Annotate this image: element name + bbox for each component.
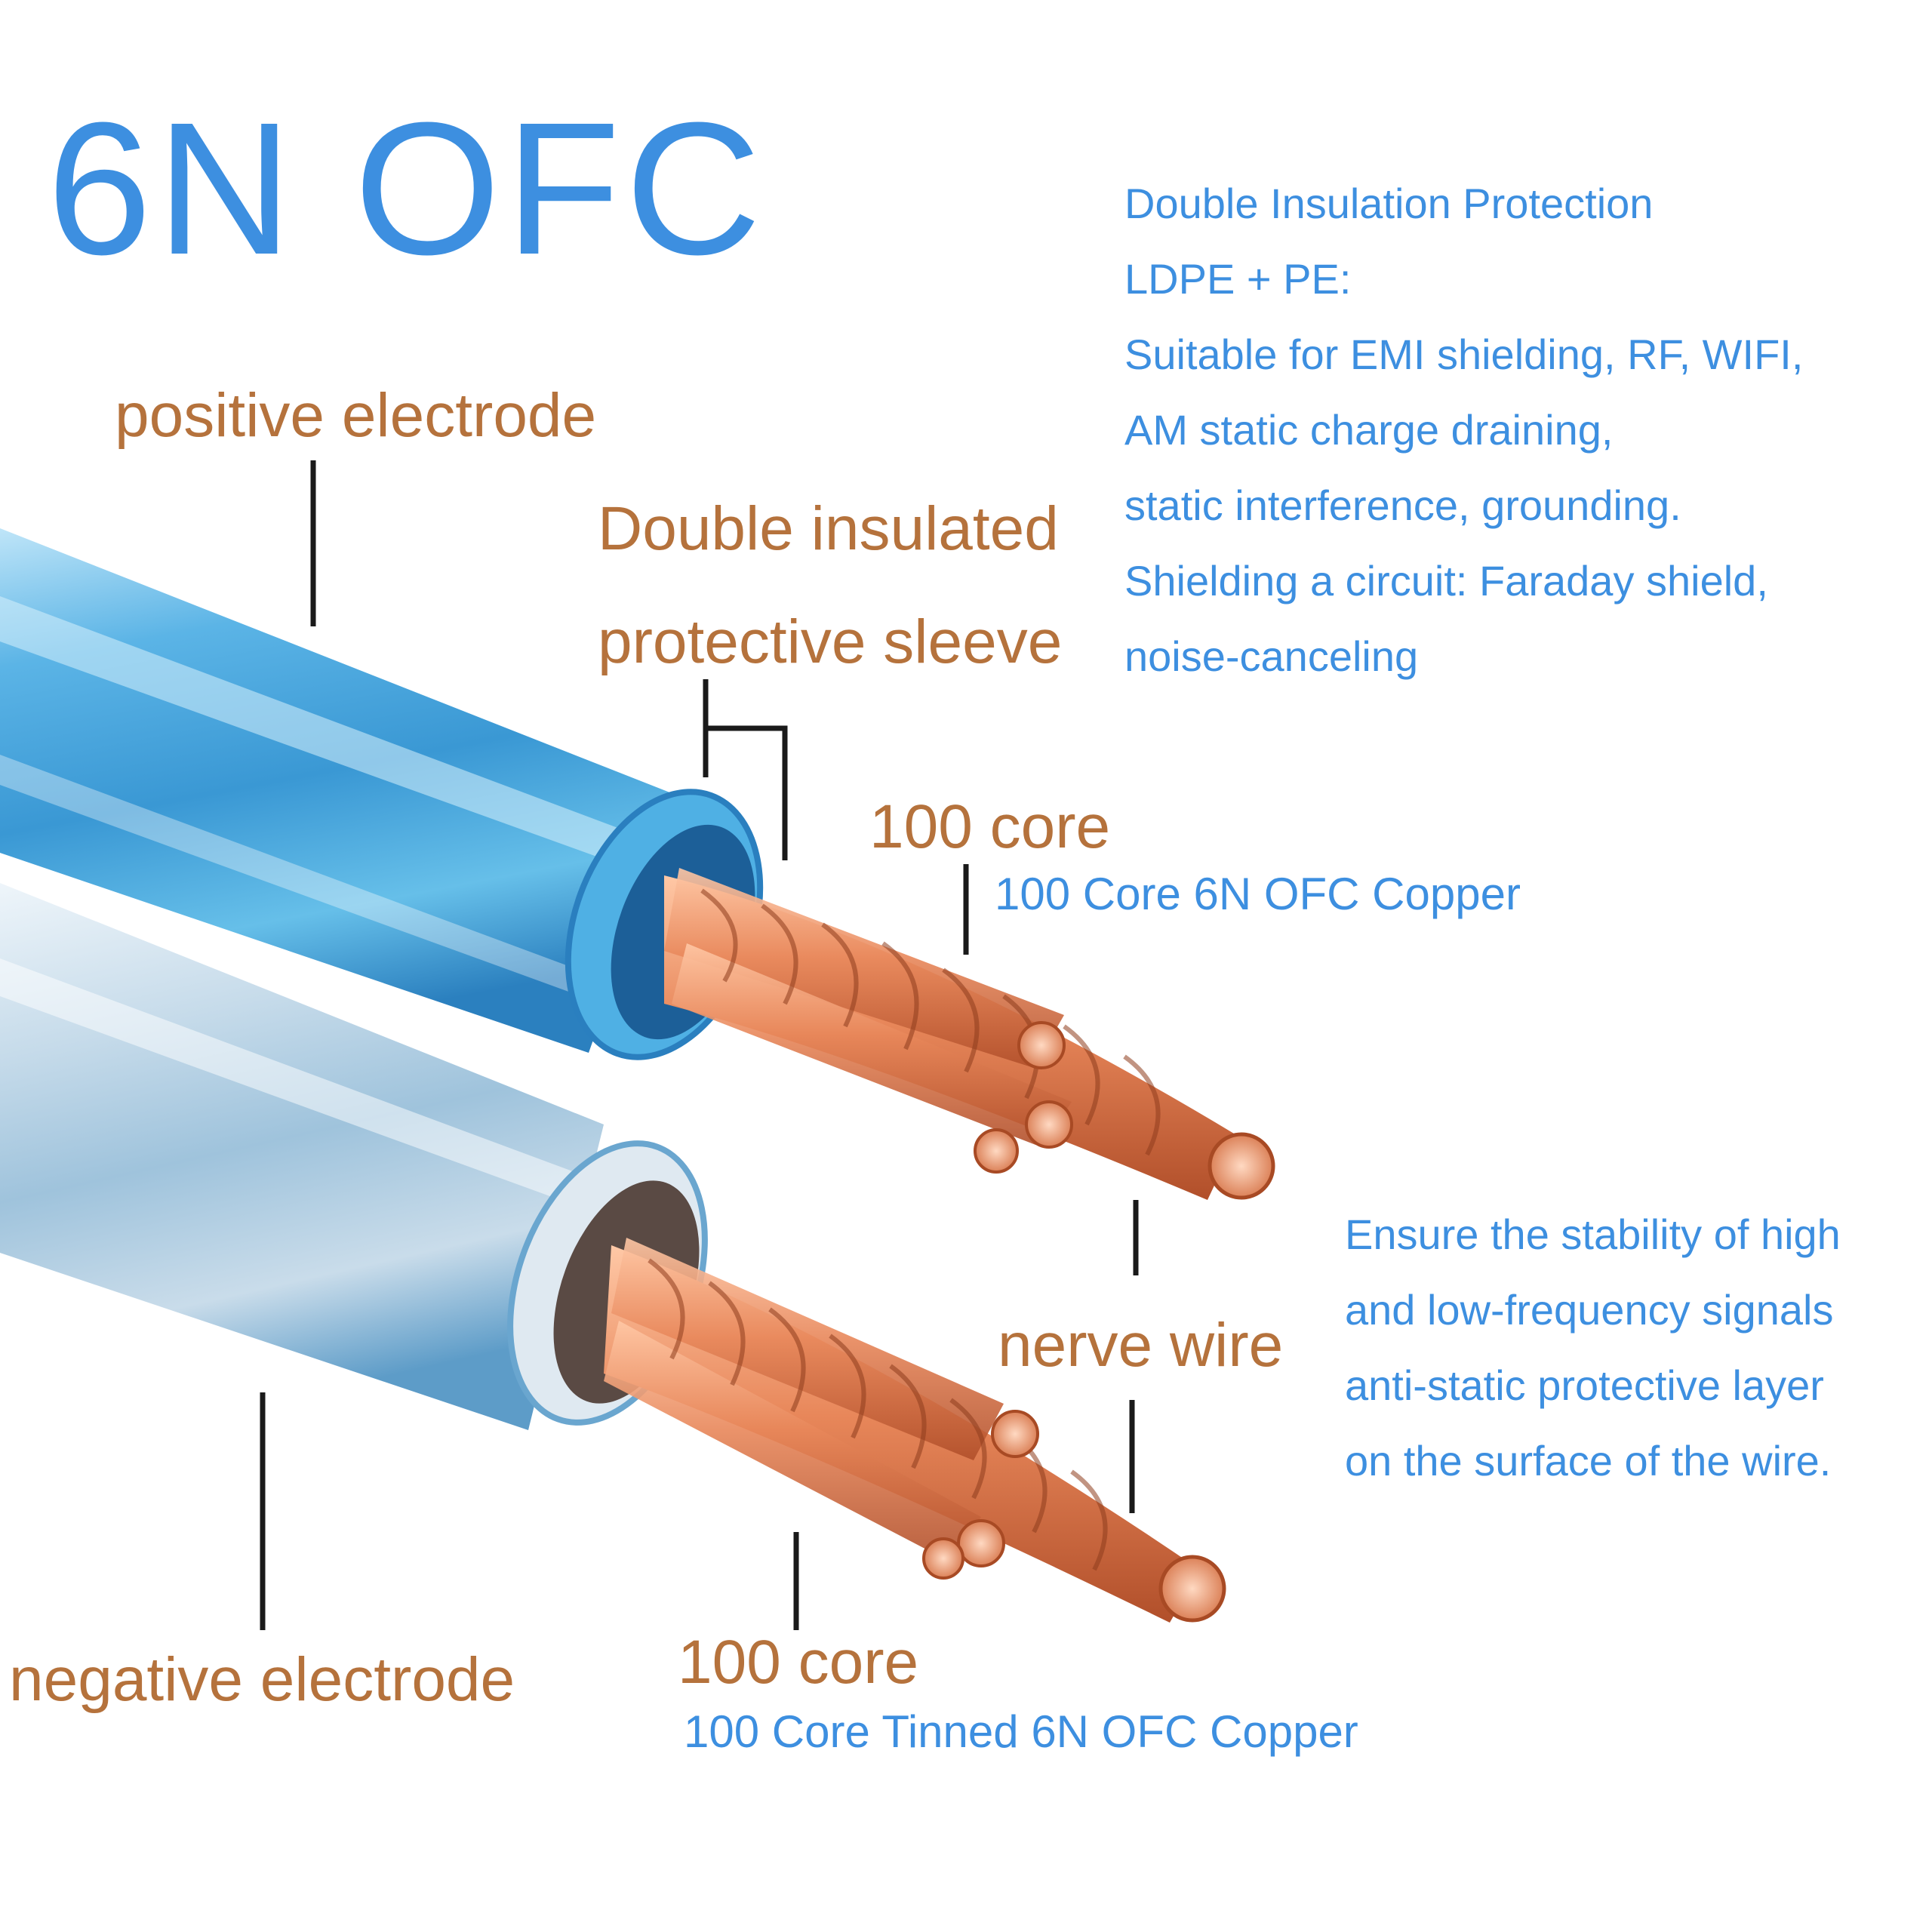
core-bottom-label: 100 core [678,1628,919,1697]
positive-copper-strands [664,868,1275,1200]
insulation-line: Shielding a circuit: Faraday shield, [1124,557,1768,605]
core-bottom-sublabel: 100 Core Tinned 6N OFC Copper [684,1706,1358,1757]
negative-cable [0,883,708,1430]
insulation-line: Suitable for EMI shielding, RF, WIFI, [1124,331,1804,378]
stability-line: Ensure the stability of high [1345,1211,1841,1258]
negative-electrode-label: negative electrode [9,1645,515,1714]
insulation-line: noise-canceling [1124,632,1419,680]
nerve-wire-label: nerve wire [998,1311,1284,1380]
insulation-line: AM static charge draining, [1124,406,1614,454]
double-insulated-label-line2: protective sleeve [598,608,1063,676]
stability-line: and low-frequency signals [1345,1286,1834,1334]
positive-electrode-label: positive electrode [115,381,597,450]
leader-lines [260,460,1139,1630]
insulation-line: Double Insulation Protection [1124,180,1654,227]
double-insulated-label-line1: Double insulated [598,494,1059,563]
negative-copper-strands [604,1238,1226,1623]
page-title: 6N OFC [47,83,766,294]
core-top-label: 100 core [869,792,1111,861]
stability-line: on the surface of the wire. [1345,1437,1832,1484]
stability-line: anti-static protective layer [1345,1361,1824,1409]
core-top-sublabel: 100 Core 6N OFC Copper [995,869,1521,919]
insulation-line: static interference, grounding. [1124,481,1681,529]
insulation-line: LDPE + PE: [1124,255,1352,303]
